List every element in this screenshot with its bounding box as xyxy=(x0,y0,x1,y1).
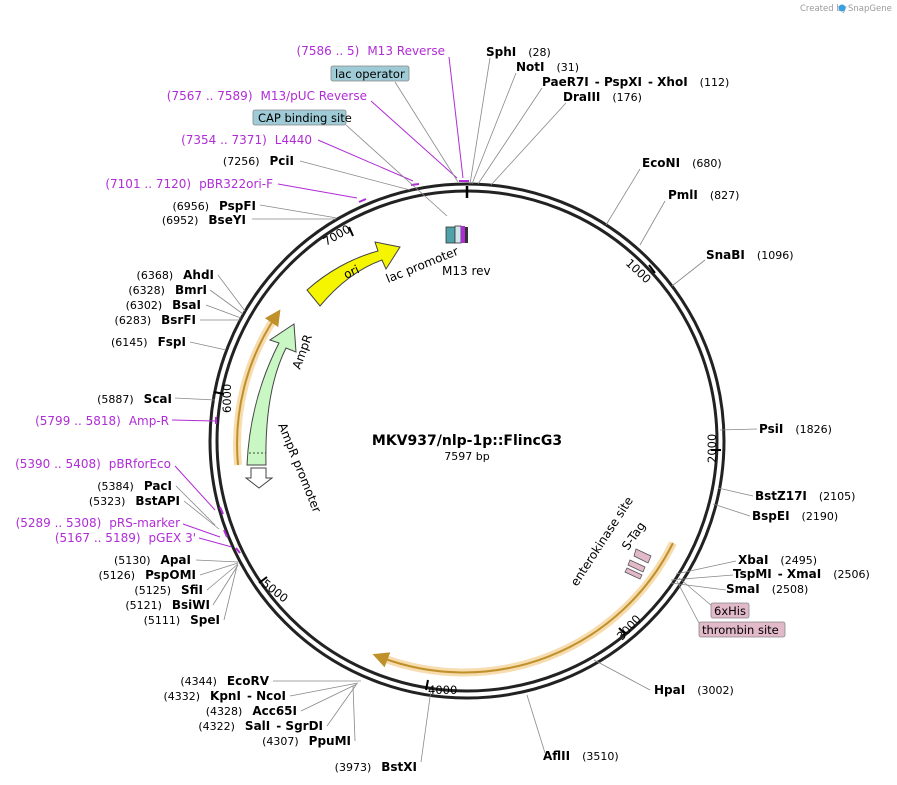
left-callout-lines xyxy=(174,160,432,763)
site-sphi[interactable]: SphI(28) xyxy=(486,45,551,59)
site-bstz17i[interactable]: BstZ17I(2105) xyxy=(755,489,855,503)
site-pspfi[interactable]: (6956)PspFI xyxy=(172,199,256,213)
site-bstxi[interactable]: (3973)BstXI xyxy=(335,760,417,774)
primer-m13-reverse[interactable]: (7586 .. 5)M13 Reverse xyxy=(297,44,445,58)
site-tspmi-xmai[interactable]: TspMI- XmaI(2506) xyxy=(733,567,870,581)
site-bmri[interactable]: (6328)BmrI xyxy=(128,283,207,297)
tick-label-4000: 4000 xyxy=(428,683,457,697)
site-snabi[interactable]: SnaBI(1096) xyxy=(706,248,793,262)
site-draiii[interactable]: DraIII(176) xyxy=(563,90,642,104)
primer-amp-r[interactable]: (5799 .. 5818)Amp-R xyxy=(35,414,169,428)
primer-l4440[interactable]: (7354 .. 7371)L4440 xyxy=(181,133,312,147)
ampr-promoter-feature xyxy=(244,467,274,489)
ori-feature xyxy=(306,241,401,307)
left-orf-arc xyxy=(233,309,281,466)
right-callout-lines xyxy=(469,57,758,754)
site-scai[interactable]: (5887)ScaI xyxy=(97,392,172,406)
site-aflii[interactable]: AflII(3510) xyxy=(543,749,619,763)
m13-rev-label: M13 rev xyxy=(442,264,491,278)
site-paci[interactable]: (5384)PacI xyxy=(97,479,172,493)
plasmid-name: MKV937/nlp-1p::FlincG3 xyxy=(372,433,562,449)
orf-arc xyxy=(372,541,677,677)
site-spei[interactable]: (5111)SpeI xyxy=(144,613,220,627)
site-smai[interactable]: SmaI(2508) xyxy=(726,582,808,596)
site-xbai[interactable]: XbaI(2495) xyxy=(738,553,817,567)
site-sali-sgrdi[interactable]: (4322)SalI- SgrDI xyxy=(198,719,323,733)
site-bsai[interactable]: (6302)BsaI xyxy=(126,298,201,312)
site-bsrfi[interactable]: (6283)BsrFI xyxy=(115,313,196,327)
plasmid-length: 7597 bp xyxy=(444,450,489,463)
site-bsiwi[interactable]: (5121)BsiWI xyxy=(125,598,210,612)
svg-text:6xHis: 6xHis xyxy=(714,604,746,618)
site-noti[interactable]: NotI(31) xyxy=(516,60,579,74)
site-hpai[interactable]: HpaI(3002) xyxy=(654,683,734,697)
site-pmli[interactable]: PmlI(827) xyxy=(668,188,739,202)
ampr-feature xyxy=(246,323,297,466)
primer-prs-marker[interactable]: (5289 .. 5308)pRS-marker xyxy=(16,516,180,530)
site-bstapi[interactable]: (5323)BstAPI xyxy=(89,494,180,508)
feature-box-6xhis[interactable]: 6xHis xyxy=(678,577,750,619)
site-ecorv[interactable]: (4344)EcoRV xyxy=(180,674,269,688)
tick-label-2000: 2000 xyxy=(705,434,719,463)
lac-feature-block xyxy=(445,225,468,244)
credit-text: Created by xyxy=(800,4,847,14)
primer-callout-lines xyxy=(171,56,464,548)
credit-brand: SnapGene xyxy=(848,4,892,14)
site-pspomi[interactable]: (5126)PspOMI xyxy=(98,568,196,582)
primer-m13-puc-reverse[interactable]: (7567 .. 7589)M13/pUC Reverse xyxy=(167,89,367,103)
site-ppumi[interactable]: (4307)PpuMI xyxy=(262,734,351,748)
svg-text:CAP binding site: CAP binding site xyxy=(258,111,352,125)
primer-pgex-3[interactable]: (5167 .. 5189)pGEX 3' xyxy=(55,531,196,545)
site-acc65i[interactable]: (4328)Acc65I xyxy=(206,704,297,718)
primer-pbr322ori-f[interactable]: (7101 .. 7120)pBR322ori-F xyxy=(105,177,273,191)
site-pcii[interactable]: (7256)PciI xyxy=(223,154,294,168)
tick-marks xyxy=(213,226,721,691)
site-fspi[interactable]: (6145)FspI xyxy=(111,335,186,349)
stag-label: S-Tag xyxy=(619,519,648,553)
tag-features xyxy=(624,548,652,580)
feature-box-lac-operator[interactable]: lac operator xyxy=(330,65,459,183)
snapgene-logo-icon xyxy=(838,4,846,12)
feature-box-thrombin-site[interactable]: thrombin site xyxy=(676,580,786,638)
site-bspei[interactable]: BspEI(2190) xyxy=(752,509,838,523)
site-ahdi[interactable]: (6368)AhdI xyxy=(137,268,214,282)
site-bseyi[interactable]: (6952)BseYI xyxy=(162,213,246,227)
svg-text:lac operator: lac operator xyxy=(335,67,405,81)
site-apai[interactable]: (5130)ApaI xyxy=(114,553,191,567)
site-paer7i-pspxi-xhoi[interactable]: PaeR7I- PspXI- XhoI(112) xyxy=(542,75,729,89)
primer-pbrforeco[interactable]: (5390 .. 5408)pBRforEco xyxy=(15,457,171,471)
site-econi[interactable]: EcoNI(680) xyxy=(642,156,722,170)
svg-text:thrombin site: thrombin site xyxy=(702,623,779,637)
site-psii[interactable]: PsiI(1826) xyxy=(759,422,832,436)
site-kpni-ncoi[interactable]: (4332)KpnI- NcoI xyxy=(163,689,286,703)
ori-label: ori xyxy=(341,262,361,281)
ampr-promoter-label: AmpR promoter xyxy=(275,421,324,515)
site-sfii[interactable]: (5125)SfiI xyxy=(134,583,203,597)
feature-box-cap-binding-site[interactable]: CAP binding site xyxy=(252,109,448,217)
tick-label-6000: 6000 xyxy=(220,384,234,413)
